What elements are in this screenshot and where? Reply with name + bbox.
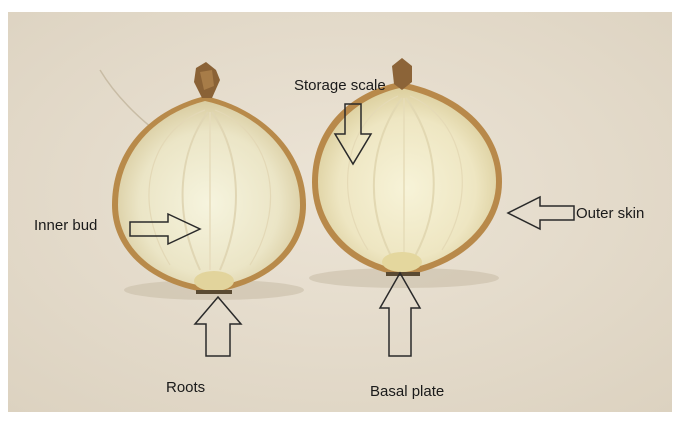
right-basal-plate [382,252,422,272]
onion-cross-section-photo [8,12,672,412]
basal-plate-label: Basal plate [370,384,444,399]
left-basal-plate [194,271,234,291]
storage-scale-label: Storage scale [294,78,386,93]
roots-label: Roots [166,380,205,395]
inner-bud-label: Inner bud [34,218,97,233]
outer-skin-label: Outer skin [576,206,644,221]
